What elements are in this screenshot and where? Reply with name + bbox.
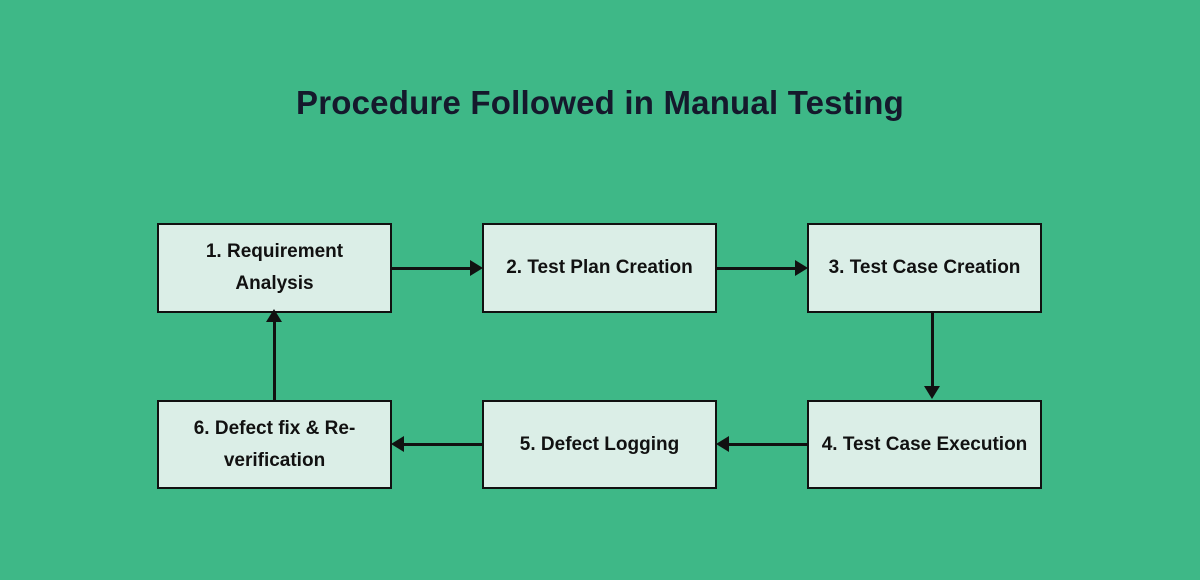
connector-line (398, 443, 482, 446)
connector-line (717, 267, 804, 270)
flow-node-label: 1. Requirement Analysis (205, 241, 344, 294)
flow-node-label: 4. Test Case Execution (821, 433, 1028, 455)
flow-node-label: 2. Test Plan Creation (506, 257, 693, 278)
connector-line (392, 267, 479, 270)
flow-node-step-3[interactable]: 3. Test Case Creation (807, 223, 1042, 313)
arrow-left-icon (391, 436, 404, 452)
arrow-right-icon (470, 260, 483, 276)
connector-line (931, 313, 934, 393)
flow-node-label: 5. Defect Logging (519, 433, 680, 455)
connector-line (273, 313, 276, 400)
connector-line (723, 443, 807, 446)
flow-node-step-4[interactable]: 4. Test Case Execution (807, 400, 1042, 489)
arrow-up-icon (266, 309, 282, 322)
flow-node-step-2[interactable]: 2. Test Plan Creation (482, 223, 717, 313)
flow-node-label: 6. Defect fix & Re-verification (193, 417, 356, 471)
flow-node-label: 3. Test Case Creation (828, 257, 1021, 278)
arrow-down-icon (924, 386, 940, 399)
flow-node-step-1[interactable]: 1. Requirement Analysis (157, 223, 392, 313)
flow-node-step-6[interactable]: 6. Defect fix & Re-verification (157, 400, 392, 489)
flow-node-step-5[interactable]: 5. Defect Logging (482, 400, 717, 489)
arrow-left-icon (716, 436, 729, 452)
arrow-right-icon (795, 260, 808, 276)
page-title: Procedure Followed in Manual Testing (296, 84, 904, 121)
